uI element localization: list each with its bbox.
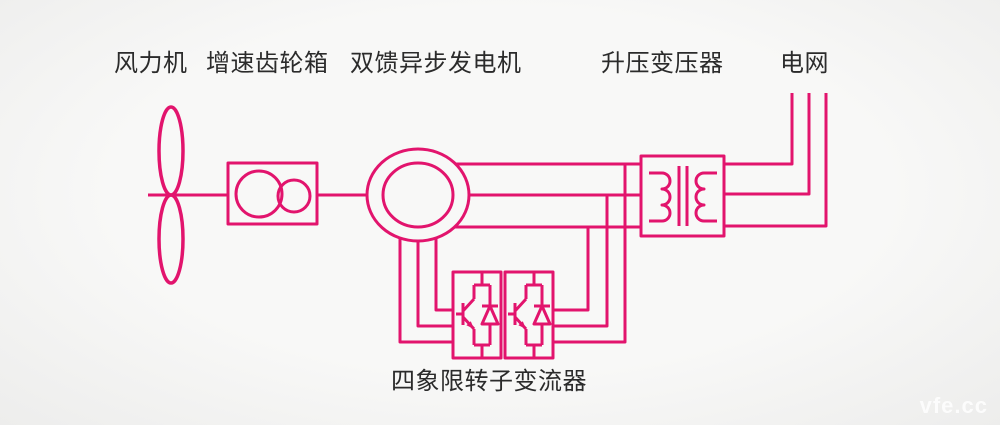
transformer-icon (639, 154, 726, 238)
watermark: vfe.cc (919, 393, 988, 418)
gearbox-icon (226, 161, 367, 226)
label-generator: 双馈异步发电机 (350, 50, 522, 77)
converter-igbt-module-left (451, 270, 503, 360)
label-gearbox: 增速齿轮箱 (206, 50, 329, 77)
label-transformer: 升压变压器 (601, 50, 724, 77)
rotor-lines (398, 237, 453, 344)
converter-grid-lines (553, 164, 627, 344)
wind-turbine-icon (148, 105, 228, 285)
stator-lines (455, 162, 641, 229)
label-grid: 电网 (780, 50, 829, 77)
label-wind-turbine: 风力机 (114, 50, 188, 77)
generator-icon (365, 147, 471, 243)
label-converter: 四象限转子变流器 (391, 368, 587, 395)
grid-lines (724, 93, 828, 228)
converter-igbt-module-right (503, 270, 555, 360)
